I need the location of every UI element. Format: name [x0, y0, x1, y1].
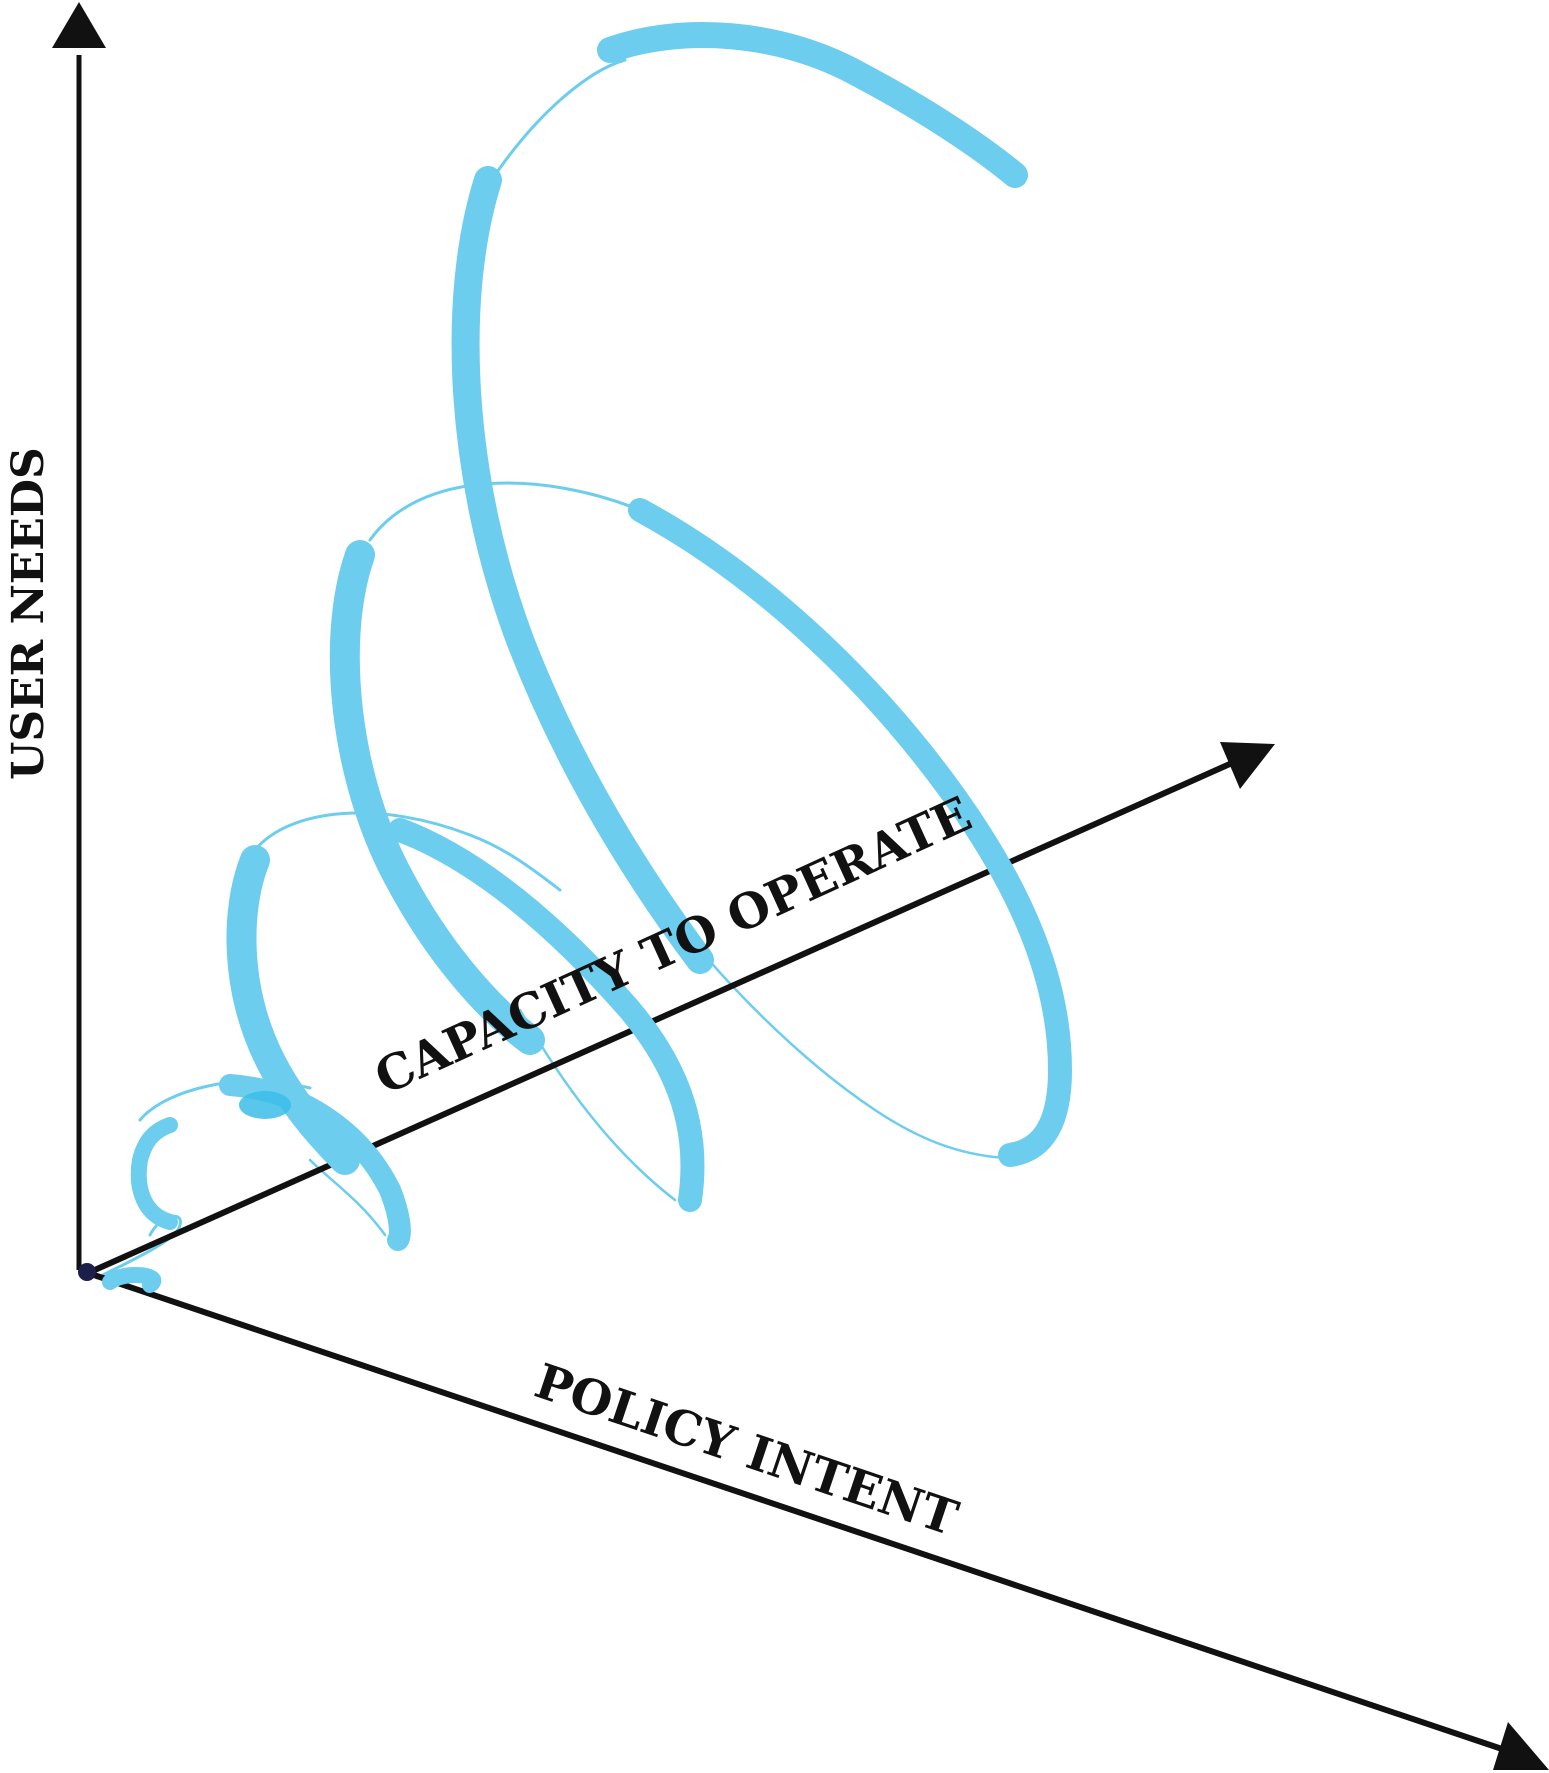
spiral-back-stroke — [253, 811, 562, 892]
axes — [52, 2, 1549, 1770]
user-needs-label: USER NEEDS — [3, 447, 54, 780]
diagonal-down-axis-arrow-icon — [1493, 1722, 1549, 1770]
spiral-loop-small — [102, 1117, 178, 1293]
spiral-overlap-highlight — [239, 1091, 291, 1119]
vertical-axis-arrow-icon — [52, 2, 106, 48]
spiral-loop-third-right — [628, 498, 1072, 1167]
diagonal-down-axis-line — [87, 1270, 1506, 1753]
diagonal-up-axis-arrow-icon — [1220, 742, 1275, 789]
spiral-loop-top-left — [451, 166, 714, 974]
spiral-loop-top-right — [597, 22, 1028, 188]
policy-intent-label: POLICY INTENT — [528, 1353, 965, 1547]
spiral-loop-second-left — [226, 845, 360, 1175]
spiral-loop-third-left — [329, 540, 545, 1055]
spiral-front-strokes — [102, 22, 1072, 1293]
diagonal-up-axis-line — [86, 760, 1234, 1276]
spiral-back-stroke — [308, 1158, 387, 1237]
spiral-loop-second-right — [388, 818, 705, 1212]
origin-dot — [78, 1263, 96, 1281]
spiral-back-stroke — [493, 58, 627, 177]
